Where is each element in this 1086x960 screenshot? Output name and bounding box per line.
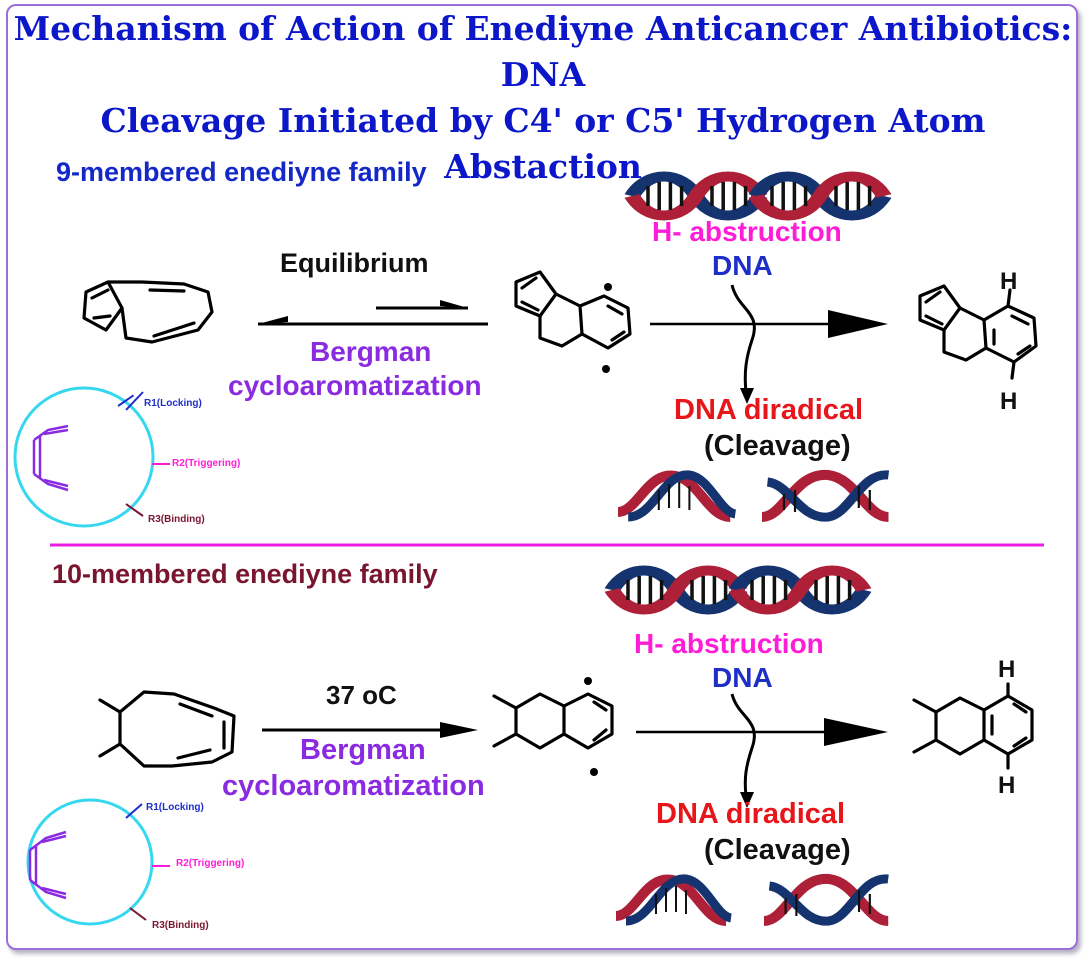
nine-h-top: H xyxy=(1000,268,1018,295)
ten-r3-label: R3(Binding) xyxy=(152,920,209,931)
nine-h-bottom: H xyxy=(1000,388,1018,415)
ten-diradical-intermediate xyxy=(492,677,614,776)
diagram-title: Mechanism of Action of Enediyne Anticanc… xyxy=(8,6,1078,190)
title-line-1: Mechanism of Action of Enediyne Anticanc… xyxy=(13,9,1073,94)
ten-dna-intact xyxy=(612,571,864,610)
nine-reaction-arrow xyxy=(650,284,888,404)
nine-heading: 9-membered enediyne family xyxy=(56,157,427,187)
nine-cycloaromatization-label: cycloaromatization xyxy=(228,370,482,401)
ten-h-bottom: H xyxy=(998,772,1016,799)
title-line-2: Cleavage Initiated by C4' or C5' Hydroge… xyxy=(100,101,986,186)
nine-product xyxy=(918,284,1038,380)
nine-r2-label: R2(Triggering) xyxy=(172,458,241,469)
nine-r1-label: R1(Locking) xyxy=(144,398,202,409)
nine-dna-diradical-label: DNA diradical xyxy=(674,394,864,426)
ten-cleavage-label: (Cleavage) xyxy=(704,834,851,866)
diagram-frame xyxy=(6,4,1078,950)
ten-dna-label: DNA xyxy=(712,662,773,693)
ten-r2-label: R2(Triggering) xyxy=(176,858,245,869)
nine-r3-label: R3(Binding) xyxy=(148,514,205,525)
nine-reactant-enediyne xyxy=(82,280,214,344)
nine-cleavage-label: (Cleavage) xyxy=(704,430,851,462)
equilibrium-arrows xyxy=(258,300,488,326)
ten-cycloaromatization-label: cycloaromatization xyxy=(222,770,485,802)
nine-general-scaffold xyxy=(13,386,170,528)
ten-reaction-arrow-1 xyxy=(262,722,478,738)
ten-general-scaffold xyxy=(26,798,170,926)
ten-reaction-arrow-2 xyxy=(636,693,888,808)
nine-diradical-intermediate xyxy=(514,270,632,373)
ten-product xyxy=(912,682,1034,770)
equilibrium-label: Equilibrium xyxy=(280,248,429,278)
ten-reactant-enediyne xyxy=(98,690,236,768)
nine-dna-cleaved xyxy=(618,475,889,517)
nine-h-abstruction-label: H- abstruction xyxy=(652,216,842,247)
nine-dna-label: DNA xyxy=(712,250,773,281)
ten-heading: 10-membered enediyne family xyxy=(52,559,438,589)
ten-temperature-label: 37 oC xyxy=(326,680,397,710)
ten-dna-diradical-label: DNA diradical xyxy=(656,798,846,830)
ten-r1-label: R1(Locking) xyxy=(146,802,204,813)
nine-dna-intact xyxy=(632,177,884,216)
ten-dna-cleaved xyxy=(616,879,888,921)
ten-bergman-label: Bergman xyxy=(300,734,426,766)
nine-bergman-label: Bergman xyxy=(310,336,432,367)
ten-h-abstruction-label: H- abstruction xyxy=(634,628,824,659)
ten-h-top: H xyxy=(998,656,1016,683)
